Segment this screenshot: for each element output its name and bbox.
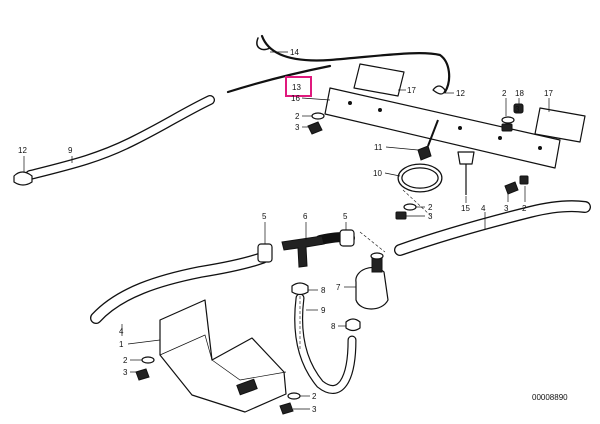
bolt-3d xyxy=(504,181,519,195)
screw-11 xyxy=(417,145,432,161)
nut-2d xyxy=(519,175,529,185)
bracket-1-fold xyxy=(159,334,213,361)
label-3f: 3 xyxy=(312,405,317,414)
label-3e: 3 xyxy=(123,368,128,377)
hose-hook xyxy=(256,37,271,51)
label-10: 10 xyxy=(373,169,382,178)
label-4a: 4 xyxy=(481,204,486,213)
nut-18 xyxy=(513,103,524,114)
clamp-5-right xyxy=(339,229,355,247)
clamp-10-inner xyxy=(398,164,442,192)
hose-9-lower-inner xyxy=(295,294,356,393)
bracket-1 xyxy=(159,299,287,413)
label-1: 1 xyxy=(119,340,124,349)
assembly-line-b xyxy=(402,189,431,216)
leader-11 xyxy=(385,146,419,151)
hose-14 xyxy=(260,34,451,94)
washer-2a xyxy=(311,112,325,120)
hose-4-right-inner xyxy=(395,201,590,255)
label-5b: 5 xyxy=(343,212,348,221)
valve-7-neck xyxy=(371,257,383,273)
label-9a: 9 xyxy=(68,146,73,155)
clamp-5-left xyxy=(257,243,273,263)
valve-7-top xyxy=(370,252,384,260)
bracket-tab-left xyxy=(353,63,405,97)
highlight-box-13 xyxy=(285,76,312,97)
bracket-tab-right xyxy=(534,107,586,143)
screw-3e xyxy=(135,368,150,381)
label-8a: 8 xyxy=(321,286,326,295)
label-13: 13 xyxy=(292,83,301,92)
bracket-1-fold2 xyxy=(211,359,287,381)
washer-2f xyxy=(287,392,301,400)
label-17b: 17 xyxy=(544,89,553,98)
tee-6 xyxy=(281,235,325,268)
washer-2e xyxy=(141,356,155,364)
hose-13-thin xyxy=(226,64,332,94)
label-3c: 3 xyxy=(428,212,433,221)
label-5a: 5 xyxy=(262,212,267,221)
label-8b: 8 xyxy=(331,322,336,331)
washer-2b xyxy=(501,116,515,124)
label-2e: 2 xyxy=(123,356,128,365)
washer-2c xyxy=(403,203,417,211)
leader-1 xyxy=(127,339,161,345)
clamp-8-bottom xyxy=(345,318,361,332)
screw-11-shank xyxy=(427,119,439,147)
label-18: 18 xyxy=(515,89,524,98)
label-17a: 17 xyxy=(407,86,416,95)
label-3d: 3 xyxy=(504,204,509,213)
label-9b: 9 xyxy=(321,306,326,315)
leader-10 xyxy=(384,172,401,177)
hose-9-inner xyxy=(26,96,214,179)
bracket-hole-5 xyxy=(538,146,542,150)
nut-3c xyxy=(395,211,407,220)
label-2c: 2 xyxy=(428,203,433,212)
label-2a: 2 xyxy=(295,112,300,121)
label-6: 6 xyxy=(303,212,308,221)
bracket-hole-3 xyxy=(458,126,462,130)
label-3a: 3 xyxy=(295,123,300,132)
label-3b: 3 xyxy=(515,105,520,114)
bracket-hole-2 xyxy=(378,108,382,112)
screw-3a xyxy=(307,121,323,135)
hose-4-left-inner xyxy=(91,253,267,323)
grommet-15 xyxy=(457,151,475,165)
label-7: 7 xyxy=(336,283,341,292)
label-14: 14 xyxy=(290,48,299,57)
valve-7-body xyxy=(355,267,389,310)
clamp-8-top xyxy=(291,282,309,296)
label-12b: 12 xyxy=(18,146,27,155)
label-2f: 2 xyxy=(312,392,317,401)
bracket-hole-1 xyxy=(348,101,352,105)
clamp-12-top xyxy=(432,85,446,95)
bracket-hole-4 xyxy=(498,136,502,140)
bracket-1-slot xyxy=(236,378,258,396)
catalog-number: 00008890 xyxy=(532,393,568,402)
leader-16 xyxy=(301,97,331,101)
nut-3b xyxy=(501,123,513,132)
label-12a: 12 xyxy=(456,89,465,98)
label-4b: 4 xyxy=(119,327,124,336)
bracket-plate xyxy=(324,87,561,169)
label-2b: 2 xyxy=(502,89,507,98)
label-16: 16 xyxy=(291,94,300,103)
assembly-line-a xyxy=(359,231,386,253)
label-2d: 2 xyxy=(522,204,527,213)
label-15: 15 xyxy=(461,204,470,213)
screw-3f xyxy=(279,402,294,415)
label-11: 11 xyxy=(374,143,383,152)
clamp-12-left xyxy=(13,171,33,186)
